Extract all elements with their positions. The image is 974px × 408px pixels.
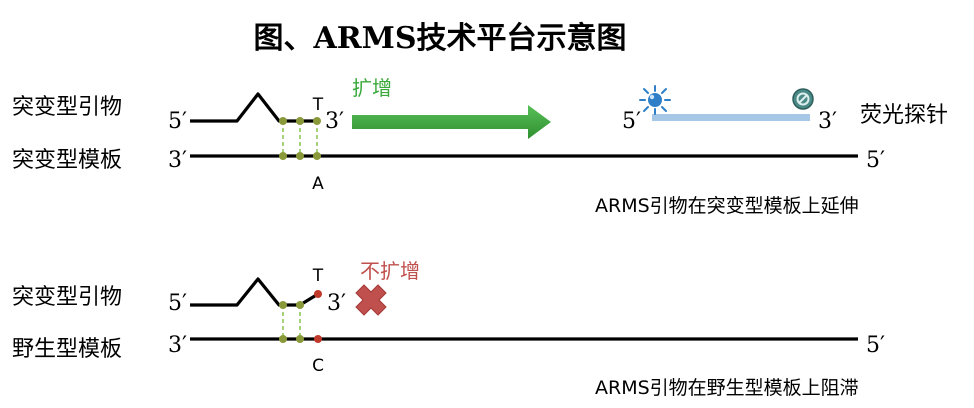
amplify-arrow	[352, 105, 551, 139]
top-primer-5prime: 5′	[168, 109, 187, 134]
top-template-base-letter: A	[312, 174, 324, 194]
bottom-template-base-dot-2	[296, 335, 304, 343]
top-template-5prime: 5′	[866, 148, 885, 173]
top-caption: ARMS引物在突变型模板上延伸	[595, 195, 859, 217]
no-amplify-x-icon	[355, 284, 387, 316]
top-primer-base-dot-2	[296, 117, 304, 125]
bottom-primer-strand	[190, 277, 319, 307]
top-template-base-dot-1	[279, 152, 287, 160]
top-primer-strand	[190, 92, 319, 123]
top-primer-3prime: 3′	[325, 109, 344, 134]
bottom-primer-base-dot-1	[279, 301, 287, 309]
bottom-primer-base-letter: T	[312, 266, 324, 286]
top-primer-base-dot-3	[313, 117, 321, 125]
bottom-template-label: 野生型模板	[12, 337, 122, 362]
bottom-caption: ARMS引物在野生型模板上阻滞	[595, 377, 859, 399]
panel-wildtype-template: 突变型引物 野生型模板 5′ 3′ T C 3′ 5′ 不扩增 ARMS引物在野…	[12, 259, 885, 399]
bottom-primer-mismatch-dot	[314, 290, 322, 298]
quencher-icon	[792, 88, 814, 110]
top-primer-label: 突变型引物	[12, 95, 122, 120]
bottom-primer-base-dot-2	[296, 301, 304, 309]
top-primer-base-letter: T	[312, 95, 324, 115]
bottom-template-base-dot-1	[279, 335, 287, 343]
probe-5prime: 5′	[622, 109, 641, 134]
top-template-base-dot-3	[313, 152, 321, 160]
amplify-label: 扩增	[352, 76, 392, 100]
fluorophore-icon	[639, 85, 671, 115]
panel-mutant-template: 突变型引物 突变型模板 5′ 3′ T A 3′ 5′ 扩增 5′	[12, 76, 948, 217]
top-template-3prime: 3′	[168, 148, 187, 173]
top-template-base-dot-2	[296, 152, 304, 160]
bottom-primer-label: 突变型引物	[12, 285, 122, 310]
no-amplify-label: 不扩增	[360, 259, 420, 283]
bottom-primer-3prime: 3′	[327, 291, 346, 316]
bottom-primer-5prime: 5′	[168, 291, 187, 316]
diagram-title: 图、ARMS技术平台示意图	[253, 21, 626, 56]
top-primer-base-dot-1	[279, 117, 287, 125]
top-template-label: 突变型模板	[12, 148, 122, 173]
probe-strand	[652, 114, 810, 121]
bottom-template-base-letter: C	[312, 356, 324, 376]
probe-3prime: 3′	[818, 109, 837, 134]
probe-label: 荧光探针	[860, 103, 948, 128]
bottom-template-3prime: 3′	[168, 333, 187, 358]
bottom-template-5prime: 5′	[866, 333, 885, 358]
bottom-template-mismatch-dot	[314, 335, 322, 343]
